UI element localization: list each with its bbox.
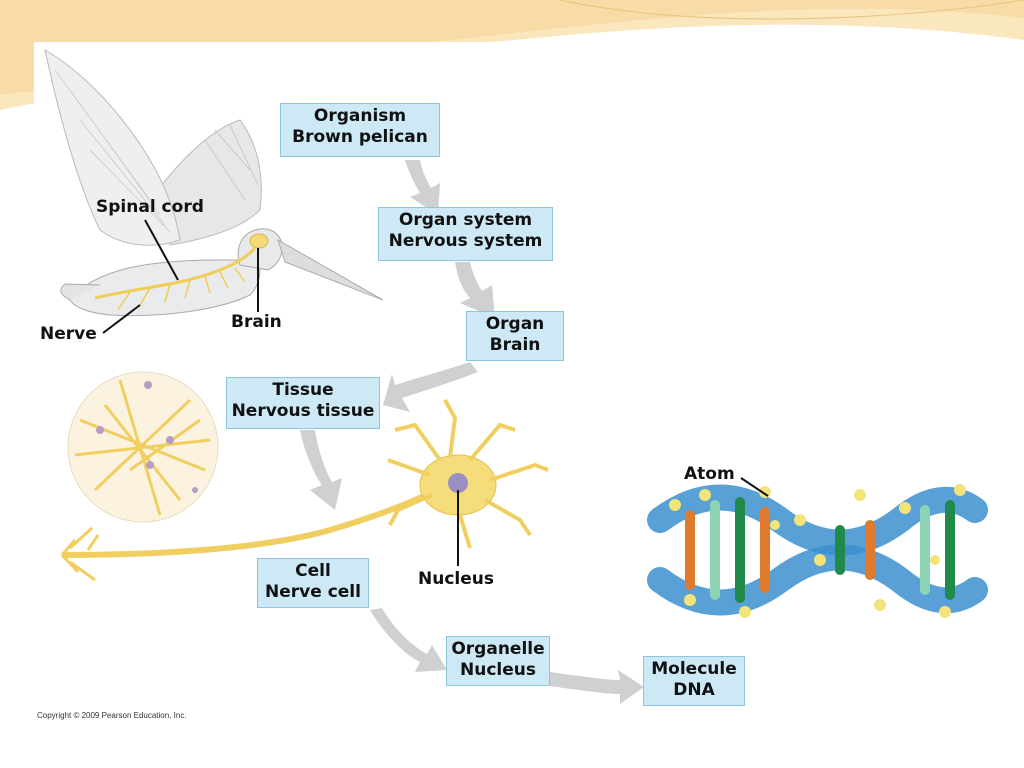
level-tissue-box: Tissue Nervous tissue xyxy=(226,377,380,429)
level-molecule-example: DNA xyxy=(673,680,715,700)
level-tissue-example: Nervous tissue xyxy=(231,401,375,421)
level-tissue-title: Tissue xyxy=(272,380,334,400)
level-organelle-box: Organelle Nucleus xyxy=(446,636,550,686)
level-organ-example: Brain xyxy=(489,335,541,355)
callout-atom: Atom xyxy=(684,464,735,484)
level-cell-title: Cell xyxy=(295,561,331,581)
level-organism-box: Organism Brown pelican xyxy=(280,103,440,157)
callout-nerve: Nerve xyxy=(40,324,97,344)
level-organism-example: Brown pelican xyxy=(292,127,428,147)
level-molecule-box: Molecule DNA xyxy=(643,656,745,706)
level-organ-system-title: Organ system xyxy=(398,210,533,230)
flow-arrows xyxy=(300,160,644,704)
level-organ-system-box: Organ system Nervous system xyxy=(378,207,553,261)
tissue-illustration xyxy=(67,371,219,523)
level-cell-example: Nerve cell xyxy=(265,582,361,602)
level-organ-system-example: Nervous system xyxy=(388,231,543,251)
neuron-illustration xyxy=(60,399,549,582)
level-organism-title: Organism xyxy=(313,106,407,126)
callout-spinal-cord: Spinal cord xyxy=(96,197,204,217)
dna-illustration xyxy=(647,477,988,618)
callout-brain: Brain xyxy=(231,312,282,332)
level-cell-box: Cell Nerve cell xyxy=(257,558,369,608)
callout-nucleus: Nucleus xyxy=(418,569,494,589)
level-organ-box: Organ Brain xyxy=(466,311,564,361)
level-organ-title: Organ xyxy=(485,314,545,334)
level-organelle-example: Nucleus xyxy=(460,660,536,680)
pelican-illustration xyxy=(44,49,384,334)
copyright-notice: Copyright © 2009 Pearson Education, Inc. xyxy=(37,711,187,720)
level-organelle-title: Organelle xyxy=(451,639,545,659)
level-molecule-title: Molecule xyxy=(651,659,737,679)
